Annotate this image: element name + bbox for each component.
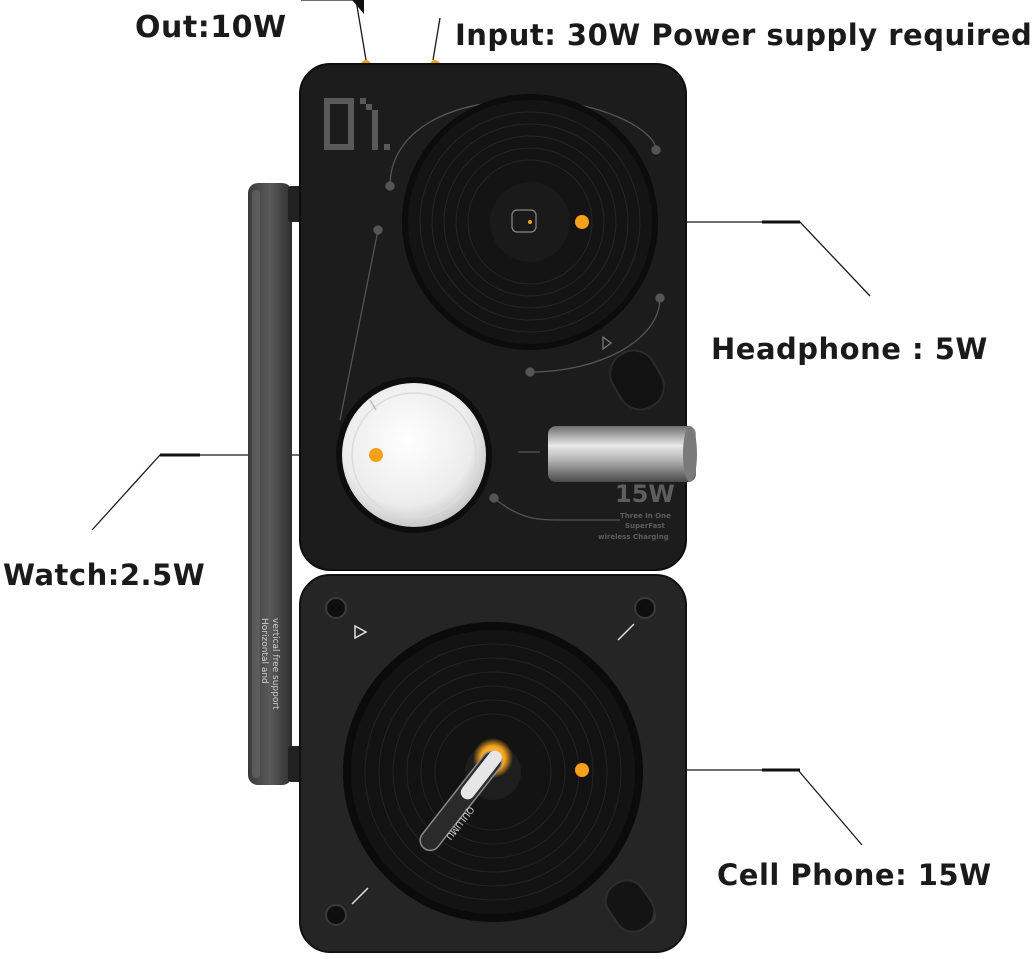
direction-arrow-icon: [354, 624, 368, 640]
cell-phone-marker-dot: [575, 763, 589, 777]
stand-text-line2: vertical free support: [270, 618, 280, 710]
corner-ticks: [351, 623, 635, 905]
watch-charging-pad: [336, 377, 492, 533]
tagline-line3: wireless Charging: [598, 533, 669, 541]
side-stand: Horizontal and vertical free support: [248, 183, 302, 785]
phone-charging-pad: QULUMU: [343, 622, 643, 922]
bottom-panel: QULUMU: [299, 574, 687, 953]
stand-text-line1: Horizontal and: [259, 618, 269, 684]
bottom-slot-pill: [604, 879, 656, 933]
headphone-charging-pad: [402, 94, 658, 350]
headphone-power-label: Headphone : 5W: [711, 332, 988, 366]
input-leader-line: [432, 17, 441, 61]
headphone-marker-dot: [575, 215, 589, 229]
top-panel: 15W Three In One SuperFast wireless Char…: [299, 63, 697, 571]
wattage-badge: 15W: [615, 480, 675, 508]
watch-marker-dot: [369, 448, 383, 462]
slot-pill: [609, 349, 665, 411]
charger-illustration: Horizontal and vertical free support: [91, 0, 871, 953]
circuit-lines: [339, 99, 665, 521]
output-pointer: [352, 0, 364, 14]
watch-power-label: Watch:2.5W: [3, 558, 206, 592]
cell-phone-power-label: Cell Phone: 15W: [717, 858, 992, 892]
earbuds-case-icon: [511, 209, 537, 233]
output-leader-line: [301, 0, 367, 61]
output-power-label: Out:10W: [135, 10, 287, 45]
tagline-line1: Three In One: [620, 512, 671, 520]
input-power-label: Input: 30W Power supply required: [455, 18, 1032, 52]
tagline-line2: SuperFast: [625, 522, 665, 530]
metal-hinge-cylinder: [548, 426, 697, 482]
number-01-mark: [324, 98, 390, 150]
